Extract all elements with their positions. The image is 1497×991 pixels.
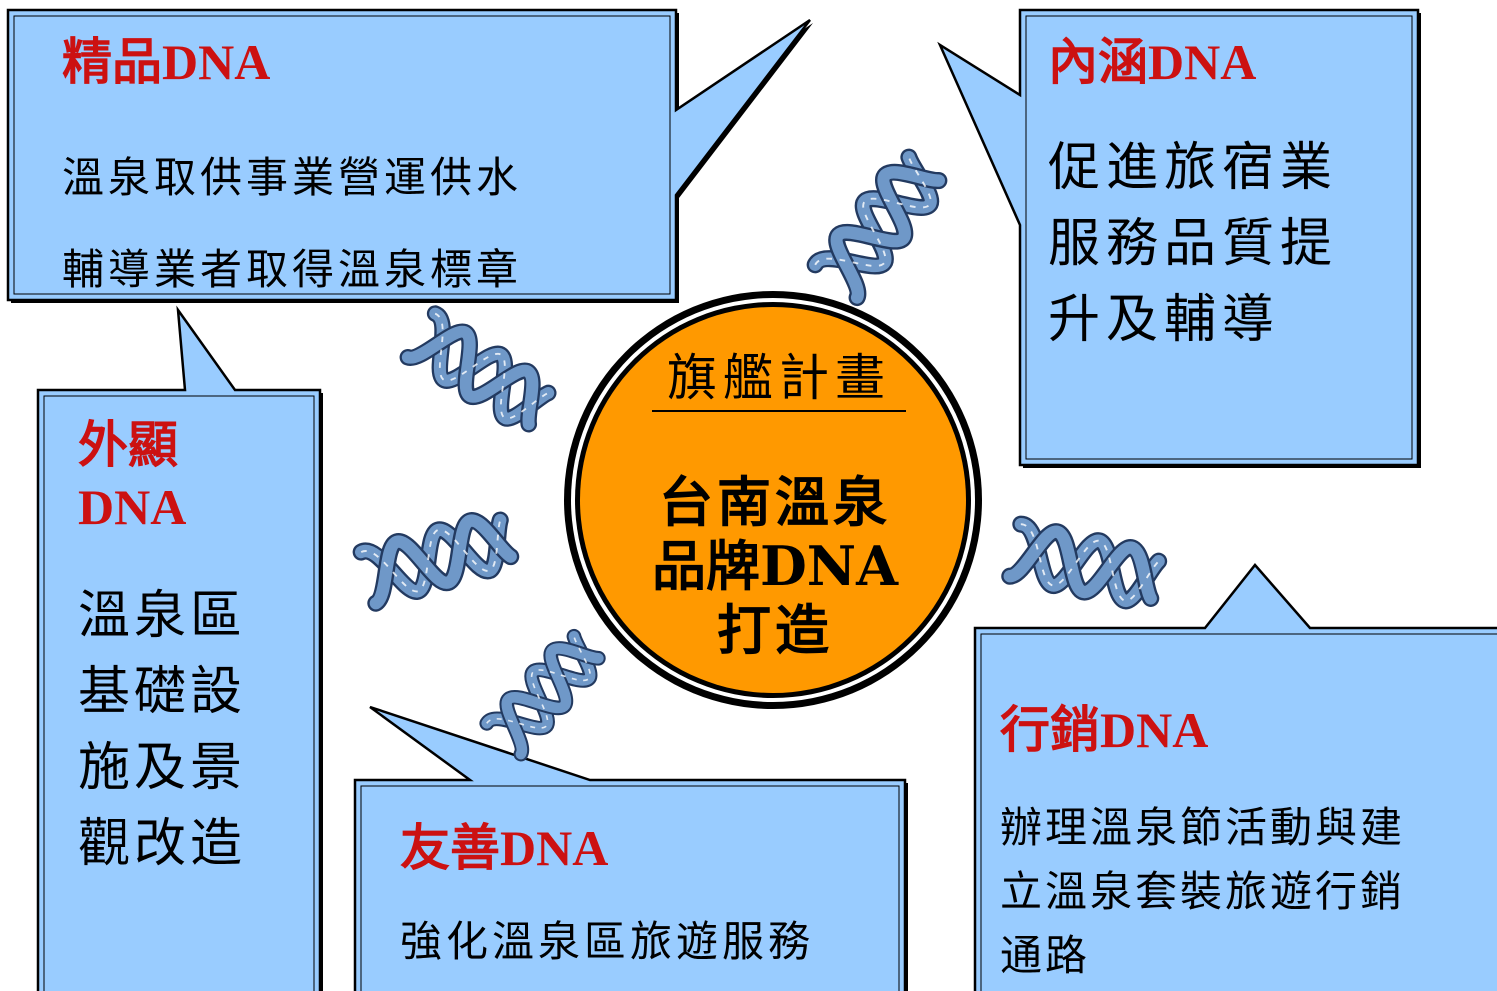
callout-line: 服務品質提: [1048, 214, 1339, 274]
callout-line: 通路: [1000, 931, 1091, 980]
dna-helix-icon: [361, 513, 513, 604]
callout-line: 基礎設: [78, 662, 247, 722]
callout-line: 強化溫泉區旅遊服務: [400, 917, 815, 966]
callout-youshan: 友善DNA 強化溫泉區旅遊服務: [400, 820, 900, 972]
dna-helix-icon: [487, 632, 604, 754]
callout-title: 精品DNA: [62, 34, 271, 90]
callout-line: 立溫泉套裝旅遊行銷: [1000, 867, 1406, 916]
dna-helix-icon: [408, 313, 552, 430]
callout-waixian-shape: [36, 305, 323, 991]
center-line: 台南溫泉: [659, 470, 891, 534]
center-title: 旗艦計畫: [652, 348, 906, 408]
callout-line: 施及景: [78, 738, 247, 798]
callout-youshan-shape: [353, 705, 908, 991]
callout-jingpin-shape: [6, 8, 813, 303]
callout-neihan: 內涵DNA 促進旅宿業 服務品質提 升及輔導: [1048, 34, 1408, 358]
callout-title: 友善DNA: [400, 820, 609, 876]
callout-line: 辦理溫泉節活動與建: [1000, 803, 1406, 852]
callout-line: 溫泉取供事業營運供水: [62, 153, 523, 202]
callout-title: 外顯: [78, 417, 178, 473]
callout-line: 促進旅宿業: [1048, 138, 1339, 198]
center-line: 打造: [717, 598, 833, 662]
center-circle: [564, 291, 982, 709]
callout-line: 升及輔導: [1048, 290, 1281, 350]
callout-line: 輔導業者取得溫泉標章: [62, 245, 523, 294]
callout-jingpin: 精品DNA 溫泉取供事業營運供水 輔導業者取得溫泉標章: [62, 34, 662, 316]
callout-line: 溫泉區: [78, 586, 247, 646]
callout-xingxiao-shape: [973, 563, 1497, 991]
dna-helix-icon: [1010, 524, 1161, 606]
callout-neihan-shape: [937, 8, 1421, 468]
callout-xingxiao: 行銷DNA 辦理溫泉節活動與建 立溫泉套裝旅遊行銷 通路: [1000, 702, 1490, 988]
callout-title: 內涵DNA: [1048, 34, 1257, 90]
callout-line: 觀改造: [78, 814, 247, 874]
center-body: 台南溫泉 品牌DNA 打造: [610, 470, 940, 662]
center-line: 品牌DNA: [651, 534, 899, 598]
callout-waixian: 外顯 DNA 溫泉區 基礎設 施及景 觀改造: [78, 414, 308, 882]
dna-helix-icon: [815, 152, 945, 297]
callout-title: 行銷DNA: [1000, 702, 1209, 758]
center-title-text: 旗艦計畫: [667, 349, 891, 407]
callout-title: DNA: [78, 479, 187, 535]
